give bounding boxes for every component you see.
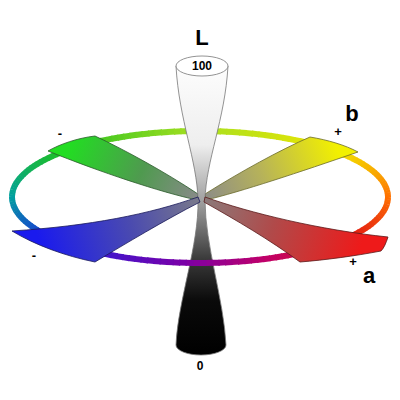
axis-label: L <box>195 27 208 49</box>
sign-mark: - <box>58 127 62 140</box>
hue-ring-segment <box>9 197 15 200</box>
yellow-axis-blade <box>205 137 358 200</box>
axis-value: 100 <box>192 60 212 72</box>
blue-axis-blade <box>12 197 200 262</box>
sign-mark: - <box>32 249 36 262</box>
sign-mark: + <box>349 255 357 268</box>
axis-label: b <box>345 103 358 125</box>
axis-value: 0 <box>197 360 204 372</box>
red-axis-blade <box>204 197 388 262</box>
hue-ring-front <box>12 197 388 263</box>
tube-top-cap <box>176 56 228 76</box>
sign-mark: + <box>334 125 342 138</box>
green-axis-blade <box>48 136 198 200</box>
axis-label: a <box>363 265 375 287</box>
